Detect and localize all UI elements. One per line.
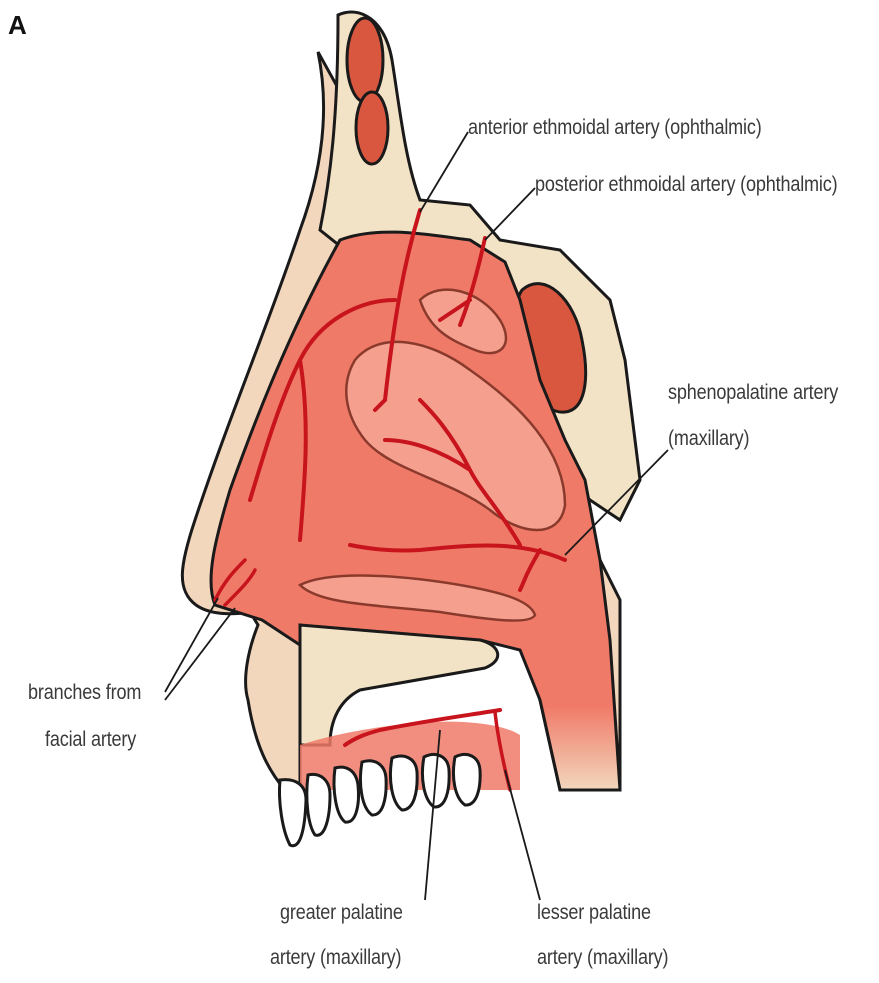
label-anterior-ethmoidal-artery: anterior ethmoidal artery (ophthalmic) [468, 115, 762, 141]
tooth [334, 767, 358, 822]
label-sphenopalatine-artery-source: (maxillary) [668, 426, 749, 452]
leader-anterior-ethmoidal [420, 132, 468, 212]
label-sphenopalatine-artery: sphenopalatine artery [668, 380, 838, 406]
leader-posterior-ethmoidal [485, 188, 535, 240]
label-lesser-palatine-artery: lesser palatine [537, 900, 651, 926]
tooth [279, 780, 306, 846]
tooth [453, 755, 480, 806]
label-greater-palatine-artery: greater palatine [280, 900, 403, 926]
label-facial-branches: branches from [28, 680, 141, 706]
label-facial-artery: facial artery [45, 727, 136, 753]
label-greater-palatine-artery-source: artery (maxillary) [270, 945, 401, 971]
frontal-sinus-lower [356, 92, 388, 164]
label-posterior-ethmoidal-artery: posterior ethmoidal artery (ophthalmic) [535, 172, 837, 198]
tooth [307, 774, 330, 835]
panel-letter: A [8, 10, 27, 41]
tooth [390, 756, 417, 810]
leader-facial-2 [165, 608, 235, 700]
tooth [360, 761, 386, 815]
frontal-sinus-upper [347, 18, 383, 102]
label-lesser-palatine-artery-source: artery (maxillary) [537, 945, 668, 971]
leader-lesser-palatine [505, 770, 540, 900]
leader-facial-1 [165, 598, 218, 692]
